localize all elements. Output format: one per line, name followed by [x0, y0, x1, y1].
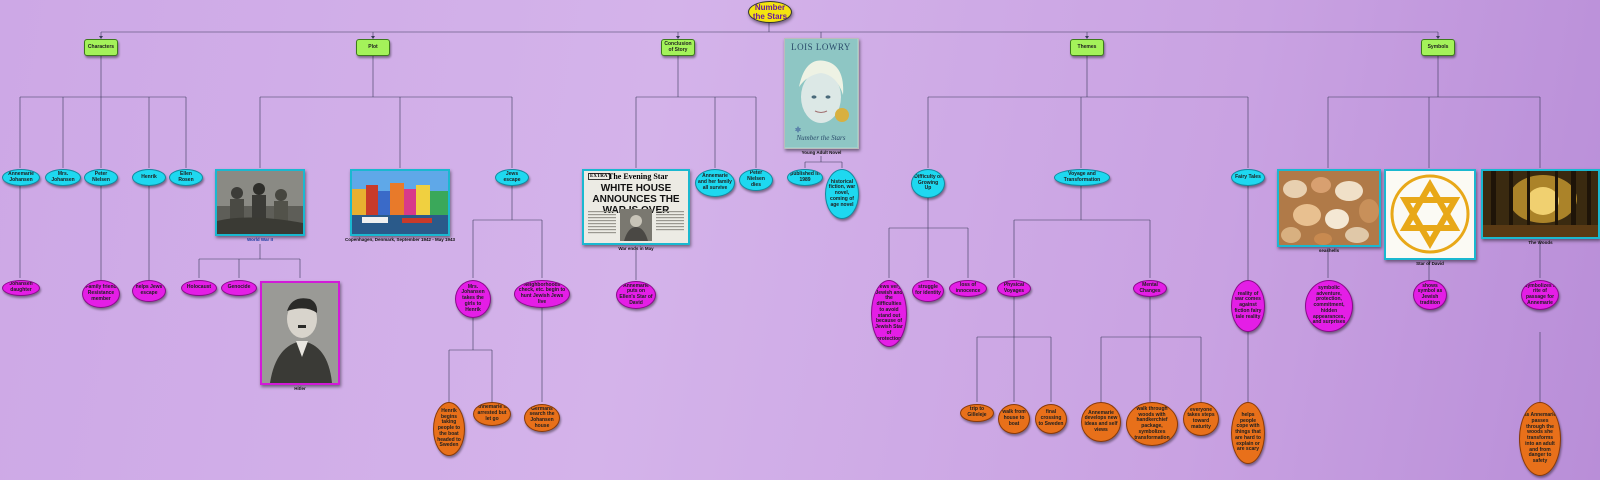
node-genocide[interactable]: Genocide	[221, 280, 257, 296]
node-physical[interactable]: Physical Voyages	[997, 280, 1031, 297]
woods-image	[1483, 171, 1598, 237]
newspaper-body-image	[588, 209, 684, 241]
seashells-photo	[1277, 169, 1381, 247]
woods-photo	[1481, 169, 1600, 239]
node-annemarie[interactable]: Annemarie Johansen	[2, 169, 40, 186]
copenhagen-photo	[350, 169, 450, 236]
node-woods-desc[interactable]: Symbolizes a rite of passage for Annemar…	[1521, 280, 1559, 310]
newspaper-extra: EXTRA	[588, 173, 610, 180]
node-trip[interactable]: trip to Gilleleje	[960, 404, 994, 422]
node-peter[interactable]: Peter Nielsen	[84, 169, 118, 186]
book-cover-image	[785, 39, 857, 147]
book-author: LOIS LOWRY	[791, 42, 851, 52]
root-node[interactable]: Number the Stars	[748, 1, 792, 23]
node-published[interactable]: published in 1989	[787, 169, 823, 186]
newspaper-caption: War ends in May	[618, 246, 654, 251]
node-holocaust[interactable]: Holocaust	[181, 280, 217, 296]
copenhagen-caption: Copenhagen, Denmark, September 1942 - Ma…	[344, 237, 456, 242]
category-symbols[interactable]: Symbols	[1421, 39, 1455, 56]
node-walk-woods[interactable]: walk through woods with handkerchief pac…	[1126, 402, 1178, 446]
book-caption: Young Adult Novel	[801, 150, 842, 155]
node-arrested[interactable]: Annemarie is arrested but let go	[473, 402, 511, 426]
node-seashells-desc[interactable]: symbolic adventure, protection, commitme…	[1305, 280, 1353, 332]
category-characters[interactable]: Characters	[84, 39, 118, 56]
node-struggle[interactable]: struggle for identity	[912, 280, 944, 302]
category-plot[interactable]: Plot	[356, 39, 390, 56]
node-woods-long[interactable]: as Annemarie passes through the woods sh…	[1519, 402, 1561, 476]
node-final[interactable]: final crossing to Sweden	[1035, 404, 1067, 434]
category-conclusion[interactable]: Conclusion of Story	[661, 39, 695, 56]
node-peter-desc[interactable]: Family friend Resistance member	[82, 280, 120, 308]
seashells-caption: seashells	[1318, 248, 1340, 253]
node-historical[interactable]: historical fiction, war novel, coming of…	[825, 169, 859, 219]
node-henrik-desc[interactable]: helps Jews escape	[132, 280, 166, 302]
node-difficulty[interactable]: Difficulty of Growing Up	[911, 169, 945, 198]
soldiers-image	[217, 171, 303, 234]
star-of-david-icon	[1390, 174, 1470, 254]
node-everyone[interactable]: everyone takes steps toward maturity	[1183, 402, 1219, 436]
seashells-image	[1279, 171, 1379, 245]
node-fairy[interactable]: Fairy Tales	[1231, 169, 1265, 186]
portrait-image	[262, 283, 338, 383]
star-of-david-picture	[1384, 169, 1476, 260]
node-neighborhoods[interactable]: Neighborhoods check, etc. begin to hunt …	[514, 280, 570, 308]
harbor-image	[352, 171, 448, 234]
node-stand-out[interactable]: Jews very Jewish and the difficulties to…	[871, 280, 907, 347]
node-henrik-boat[interactable]: Henrik begins taking people to the boat …	[433, 402, 465, 456]
node-ellen[interactable]: Ellen Rosen	[169, 169, 203, 186]
node-mrs-johansen[interactable]: Mrs. Johansen	[45, 169, 81, 186]
newspaper-photo: EXTRA The Evening Star WHITE HOUSE ANNOU…	[582, 169, 690, 245]
node-henrik[interactable]: Henrik	[132, 169, 166, 186]
node-walk-house[interactable]: walk from house to boat	[998, 404, 1030, 434]
book-title: Number the Stars	[796, 134, 846, 142]
world-war-2-photo	[215, 169, 305, 236]
node-star-desc[interactable]: shows symbol as Jewish tradition	[1413, 280, 1447, 310]
node-returns[interactable]: Annemarie puts on Ellen's Star of David	[616, 281, 656, 309]
node-annemarie-desc[interactable]: Johansen daughter	[2, 280, 40, 296]
node-helps[interactable]: helps people cope with things that are h…	[1231, 402, 1265, 464]
node-peter-dies[interactable]: Peter Nielsen dies	[739, 169, 773, 191]
newspaper-name: The Evening Star	[608, 172, 669, 181]
category-themes[interactable]: Themes	[1070, 39, 1104, 56]
node-reality[interactable]: reality of war comes against fiction fai…	[1231, 280, 1265, 332]
node-uncle[interactable]: Mrs. Johansen takes the girls to Henrik	[455, 280, 491, 318]
node-germans-search[interactable]: Germans search the Johansen house	[524, 404, 560, 432]
node-jews-escape[interactable]: Jews escape	[495, 169, 529, 186]
book-cover: LOIS LOWRY Number the Stars	[784, 38, 859, 149]
hitler-photo	[260, 281, 340, 385]
woods-caption: The Woods	[1528, 240, 1553, 245]
world-war-2-caption: World War II	[246, 237, 273, 242]
star-of-david-caption: Star of David	[1416, 261, 1444, 266]
hitler-caption: Hitler	[294, 386, 306, 391]
node-annemarie-family[interactable]: Annemarie and her family all survive	[695, 169, 735, 197]
node-loss[interactable]: loss of innocence	[949, 280, 987, 297]
node-voyage[interactable]: Voyage and Transformation	[1054, 169, 1110, 186]
node-develops[interactable]: Annemarie develops new ideas and self vi…	[1081, 402, 1121, 442]
node-mental[interactable]: Mental Changes	[1133, 280, 1167, 297]
